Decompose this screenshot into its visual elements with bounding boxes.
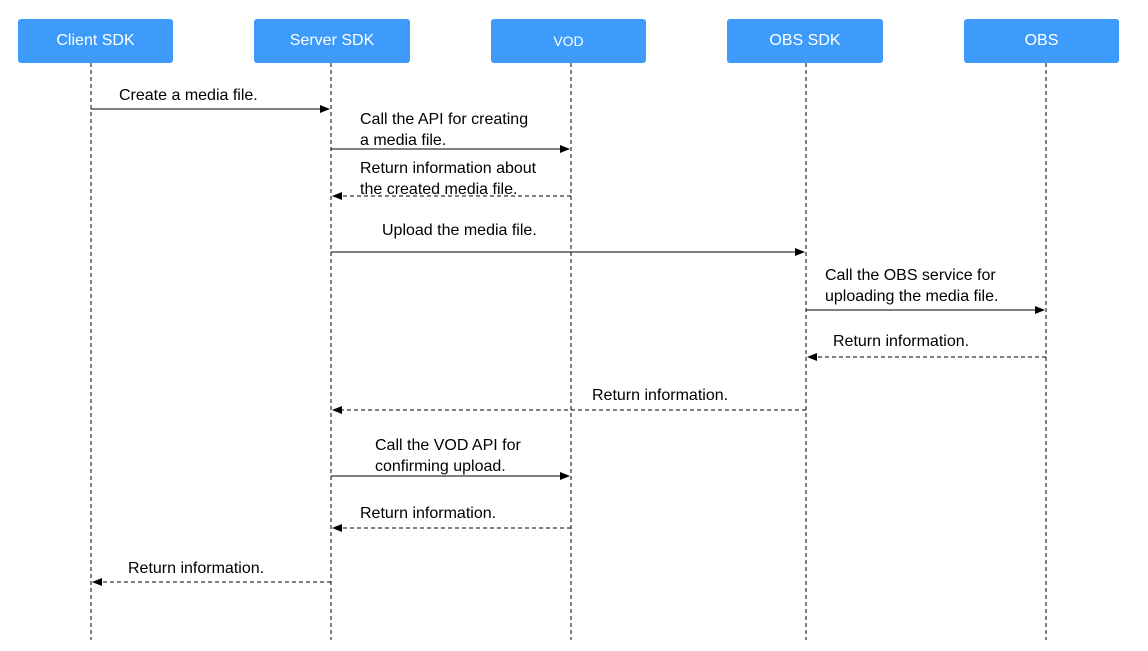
message-line: a media file.: [360, 132, 447, 149]
actor-label: OBS SDK: [769, 32, 841, 49]
actor-label: VOD: [553, 33, 584, 49]
message-line: uploading the media file.: [825, 288, 999, 305]
actor-obs: OBS: [964, 19, 1119, 63]
message-line: Return information.: [128, 560, 265, 577]
message-line: Upload the media file.: [382, 222, 537, 239]
message-label-server-return: Return information.: [128, 558, 264, 579]
actor-label: OBS: [1024, 32, 1059, 49]
message-line: Create a media file.: [119, 87, 258, 104]
message-line: Return information.: [360, 505, 497, 522]
message-label-obs-sdk-return: Return information.: [592, 385, 728, 406]
message-label-upload-media-file: Upload the media file.: [382, 220, 537, 241]
message-label-create-media-file: Create a media file.: [119, 85, 258, 106]
lifelines: [90, 63, 1047, 640]
actor-obs-sdk: OBS SDK: [727, 19, 883, 63]
message-line: Call the API for creating: [360, 111, 529, 128]
message-line: confirming upload.: [375, 458, 506, 475]
actor-label: Server SDK: [289, 32, 375, 49]
message-line: the created media file.: [360, 181, 518, 198]
message-label-return-created-info: Return information about the created med…: [360, 158, 536, 200]
actor-client-sdk: Client SDK: [18, 19, 173, 63]
message-line: Call the VOD API for: [375, 437, 521, 454]
message-line: Call the OBS service for: [825, 267, 996, 284]
actor-label: Client SDK: [56, 32, 135, 49]
message-label-call-vod-confirm: Call the VOD API for confirming upload.: [375, 435, 521, 477]
message-label-call-api-create: Call the API for creating a media file.: [360, 109, 528, 151]
actor-server-sdk: Server SDK: [254, 19, 410, 63]
message-label-obs-return: Return information.: [833, 331, 969, 352]
message-arrows: [91, 105, 1046, 586]
message-label-vod-return: Return information.: [360, 503, 496, 524]
message-line: Return information.: [592, 387, 729, 404]
message-line: Return information about: [360, 160, 537, 177]
actor-vod: VOD: [491, 19, 646, 63]
message-label-call-obs-service: Call the OBS service for uploading the m…: [825, 265, 998, 307]
message-line: Return information.: [833, 333, 970, 350]
